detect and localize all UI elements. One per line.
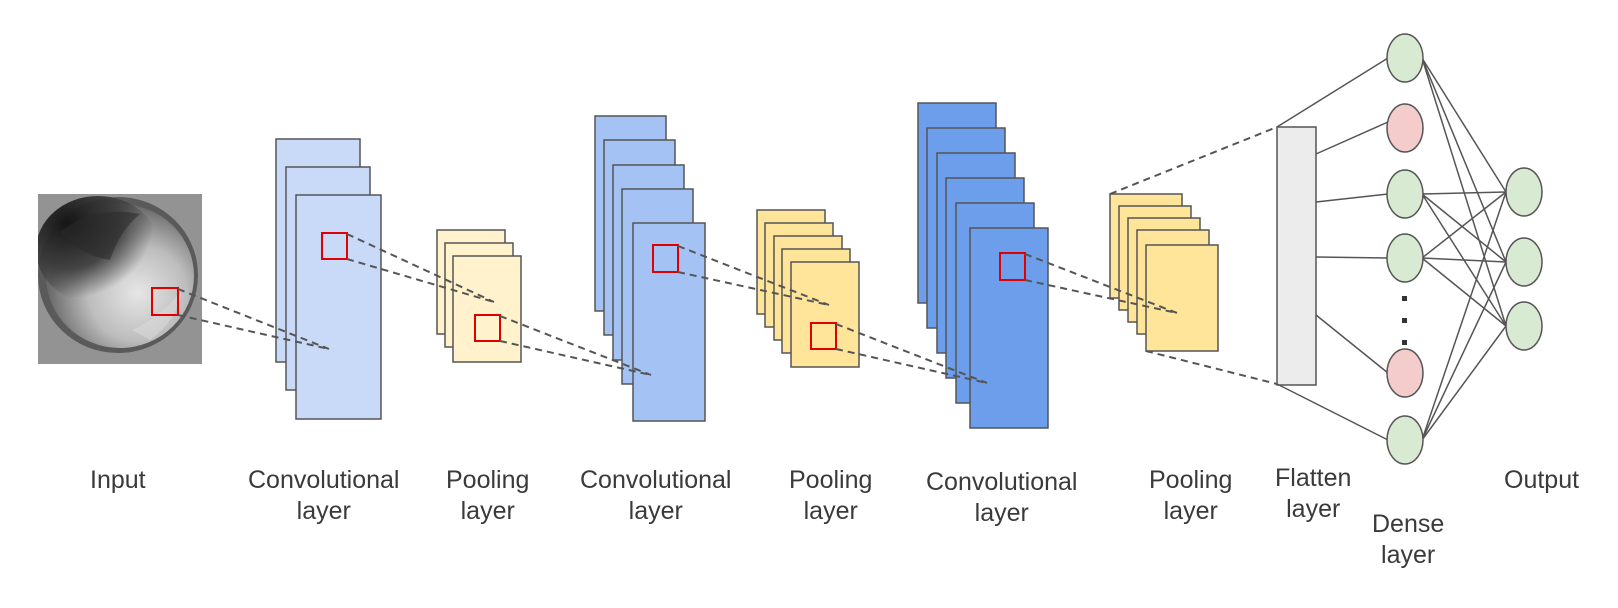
input-image <box>38 194 202 364</box>
pool-layer-1-stack <box>436 229 522 363</box>
pool-layer-3-stack <box>1109 193 1219 352</box>
dense-node <box>1386 169 1424 219</box>
dense-node <box>1386 103 1424 153</box>
output-node <box>1505 167 1543 217</box>
dense-node <box>1386 233 1424 283</box>
conv-layer-1-stack <box>275 138 382 420</box>
dense-node <box>1386 348 1424 398</box>
output-label: Output <box>1504 466 1580 494</box>
input-label: Input <box>90 466 146 494</box>
conv-layer-3-stack <box>917 102 1049 429</box>
dense-layer-nodes <box>1386 33 1424 465</box>
dense-node <box>1386 33 1424 83</box>
dense-connections <box>1276 57 1507 441</box>
pool2-kernel-box <box>810 322 837 350</box>
input-kernel-box <box>151 287 179 316</box>
output-node <box>1505 301 1543 351</box>
pool-layer-2-stack <box>756 209 860 368</box>
dashed-connectors <box>177 126 1278 385</box>
conv1-kernel-box <box>321 232 348 260</box>
output-layer-nodes <box>1505 167 1543 351</box>
conv2-kernel-box <box>652 244 679 273</box>
flatten-layer-bar <box>1276 126 1317 386</box>
pool1-kernel-box <box>474 314 501 342</box>
conv-layer-2-stack <box>594 115 706 422</box>
dense-ellipsis-dots <box>1402 296 1407 345</box>
dense-node <box>1386 415 1424 465</box>
conv3-kernel-box <box>999 252 1026 281</box>
output-node <box>1505 237 1543 287</box>
